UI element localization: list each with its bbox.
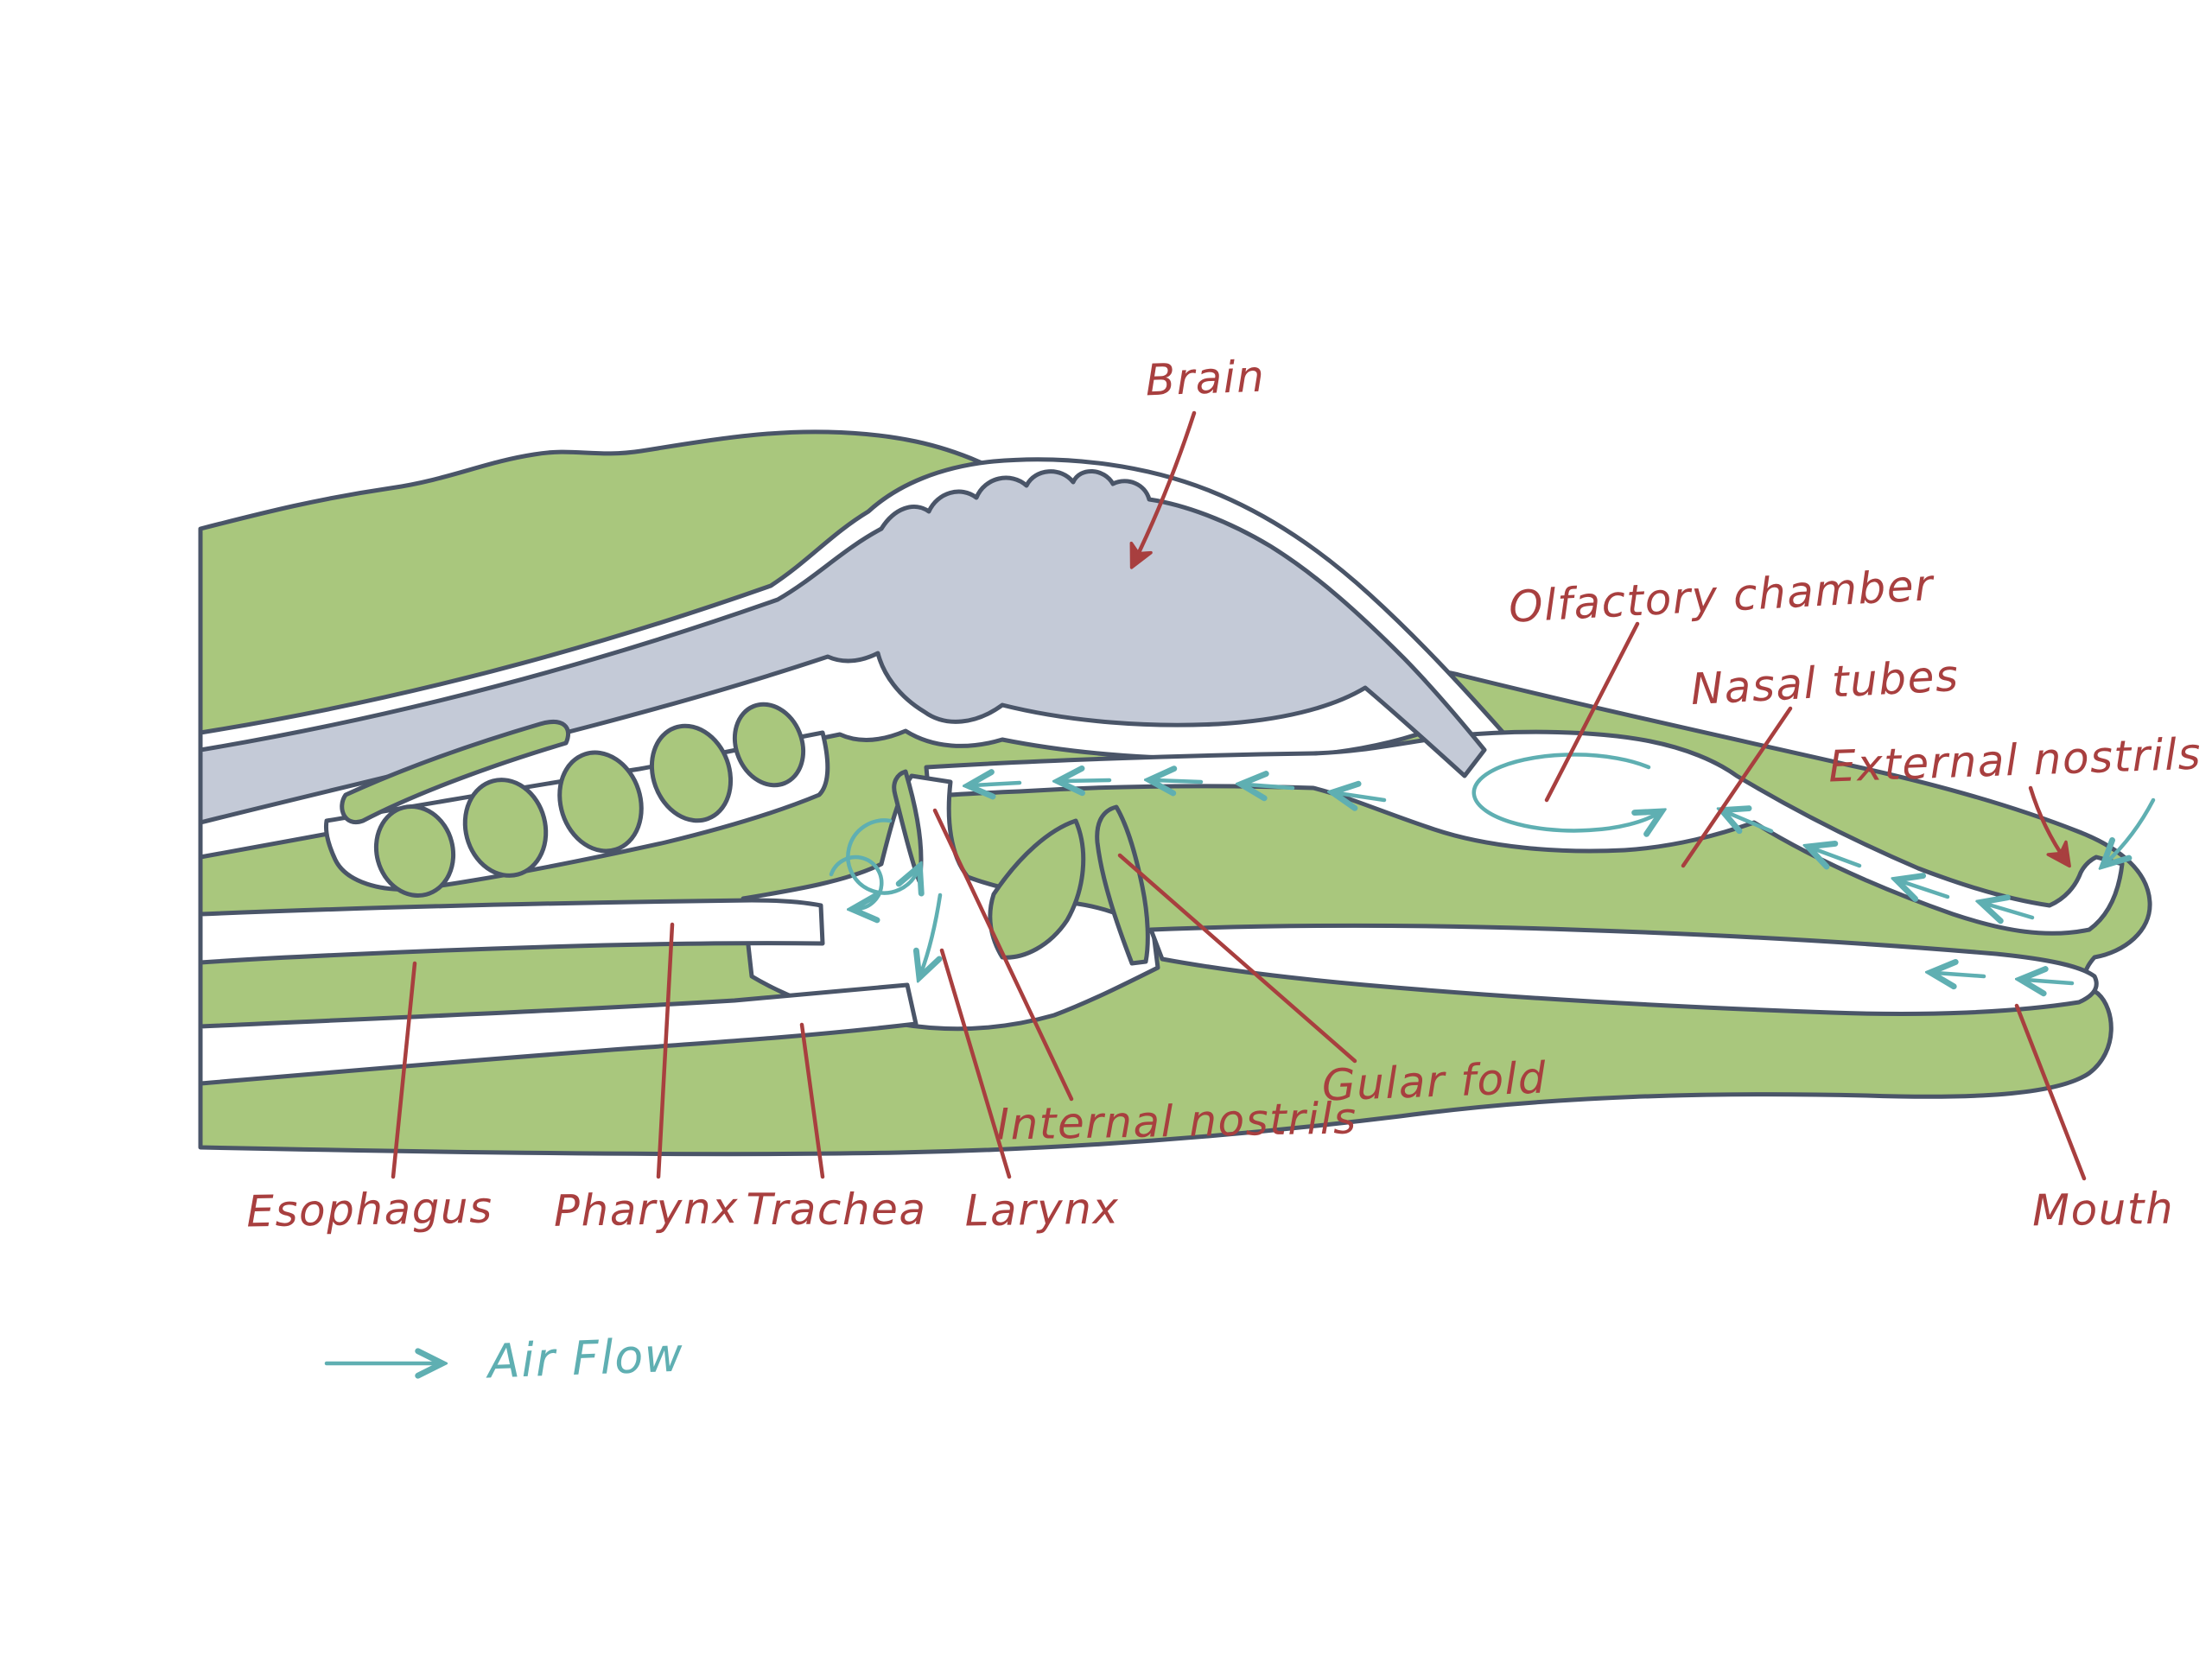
leader-trachea bbox=[799, 1022, 825, 1179]
airflow-arrow-icon bbox=[1986, 904, 2035, 918]
airflow-arrow-trachea-icon bbox=[921, 893, 940, 973]
leader-nasal-tubes bbox=[1681, 706, 1793, 868]
label-brain: Brain bbox=[1144, 351, 1267, 406]
airflow-arrow-icon bbox=[1901, 881, 1950, 897]
leader-pharynx bbox=[656, 922, 675, 1179]
leader-internal-nostrils bbox=[932, 808, 1074, 1102]
bone-lump bbox=[373, 804, 456, 899]
label-trachea: Trachea bbox=[746, 1185, 927, 1235]
label-esophagus: Esophagus bbox=[245, 1182, 494, 1237]
airflow-arrow-icon bbox=[1154, 780, 1204, 782]
legend-air-flow-label: Air Flow bbox=[486, 1327, 685, 1389]
trachea-tube bbox=[198, 982, 918, 1086]
throat-bone-lumps bbox=[340, 702, 806, 899]
airflow-swirl-throat-icon bbox=[829, 854, 884, 909]
pharynx-cavity bbox=[741, 773, 1160, 1032]
leader-larynx bbox=[939, 948, 1012, 1179]
leader-external-nostrils bbox=[2028, 785, 2071, 868]
leader-olfactory-chamber bbox=[1544, 621, 1640, 803]
airflow-arrow-icon bbox=[1063, 780, 1112, 781]
label-pharynx: Pharynx bbox=[553, 1183, 740, 1236]
airflow-swirl-chamber-icon bbox=[1471, 753, 1657, 830]
label-internal-nostrils: Internal nostrils bbox=[995, 1093, 1358, 1150]
airflow-arrow-icon bbox=[1726, 812, 1774, 831]
gular-fold-flap bbox=[1095, 804, 1150, 966]
airflow-swirl-throat-icon bbox=[846, 818, 918, 893]
airflow-arrow-icon bbox=[1246, 785, 1295, 788]
leader-lines bbox=[391, 410, 2087, 1181]
bone-lump bbox=[649, 723, 734, 823]
airflow-arrow-icon bbox=[1813, 848, 1862, 866]
airflow-arrow-mouth-icon bbox=[1936, 973, 1986, 976]
leader-gular-fold bbox=[1117, 853, 1357, 1064]
leader-mouth bbox=[2014, 1003, 2087, 1181]
mouth-cavity bbox=[1148, 924, 2099, 1016]
leader-brain bbox=[1129, 410, 1197, 569]
airflow-arrows bbox=[324, 753, 2156, 1363]
label-gular-fold: Gular fold bbox=[1320, 1052, 1548, 1111]
bone-lump-long bbox=[340, 719, 571, 825]
label-mouth: Mouth bbox=[2031, 1183, 2175, 1236]
bone-lump bbox=[462, 778, 549, 878]
throat-flaps bbox=[892, 769, 1150, 966]
airflow-arrow-icon bbox=[973, 783, 1022, 785]
bone-lump bbox=[557, 750, 644, 854]
esophagus-tube bbox=[198, 898, 825, 965]
bone-lump bbox=[732, 702, 806, 788]
leader-esophagus bbox=[391, 961, 417, 1179]
airflow-arrow-icon bbox=[1338, 793, 1387, 800]
label-larynx: Larynx bbox=[964, 1183, 1120, 1236]
larynx-flap bbox=[988, 818, 1086, 960]
airflow-arrow-nostril-in-icon bbox=[2107, 797, 2156, 862]
airflow-arrow-mouth-icon bbox=[2025, 980, 2075, 983]
